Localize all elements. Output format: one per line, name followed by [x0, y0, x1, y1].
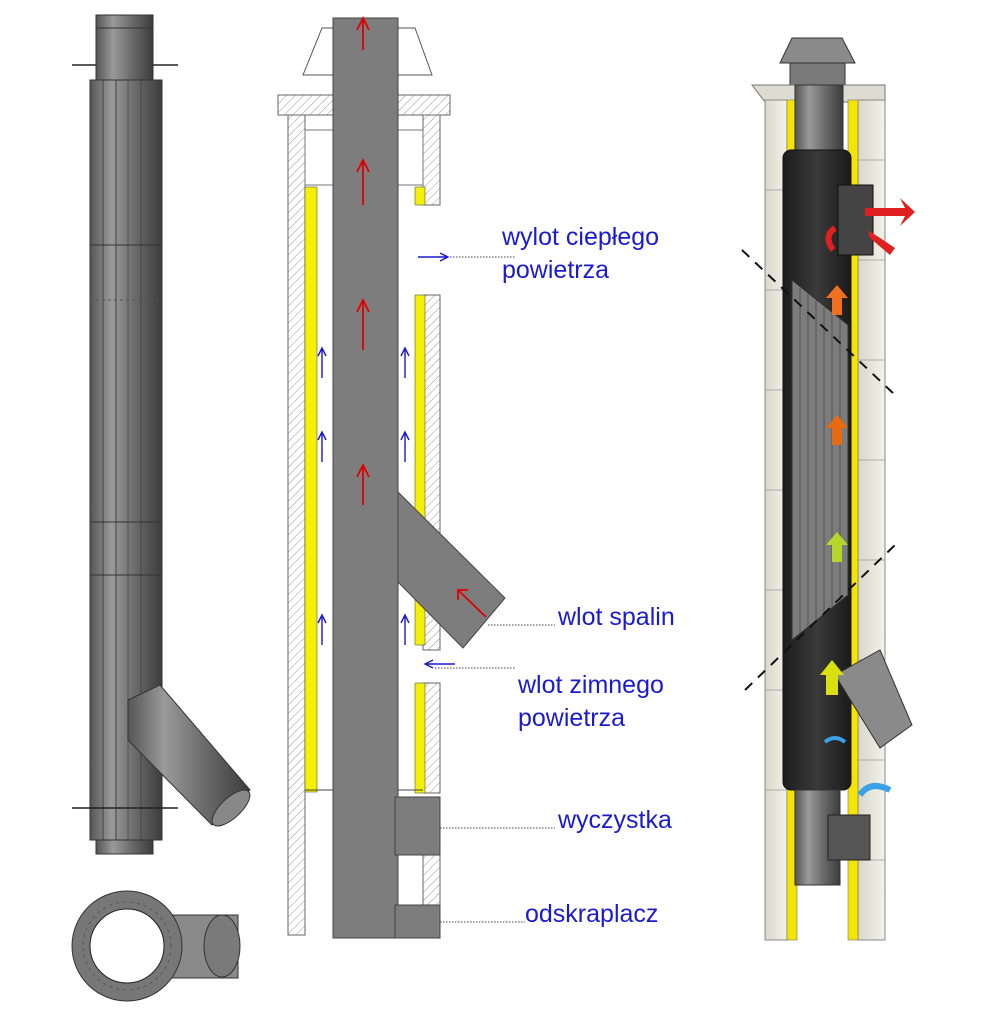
warm-air-outlet-label-2: powietrza — [502, 256, 609, 284]
condensate-trap-label: odskraplacz — [525, 900, 658, 928]
flue-inlet-label: wlot spalin — [557, 603, 675, 631]
cleanout-label: wyczystka — [557, 806, 672, 834]
warm-air-outlet-label-1: wylot ciepłego — [501, 223, 659, 251]
cold-air-inlet-label-1: wlot zimnego — [517, 671, 664, 699]
left-pipe-top-view — [71, 890, 241, 1002]
cold-air-inlet-label-2: powietrza — [518, 704, 625, 732]
left-pipe-side-view — [72, 14, 251, 855]
leader-lines — [435, 256, 555, 923]
flue-gas-arrows — [356, 15, 487, 618]
airflow-arrows-3d — [820, 198, 915, 797]
right-3d-cutaway — [741, 37, 915, 941]
middle-cross-section — [277, 15, 555, 939]
air-arrows — [317, 252, 455, 669]
